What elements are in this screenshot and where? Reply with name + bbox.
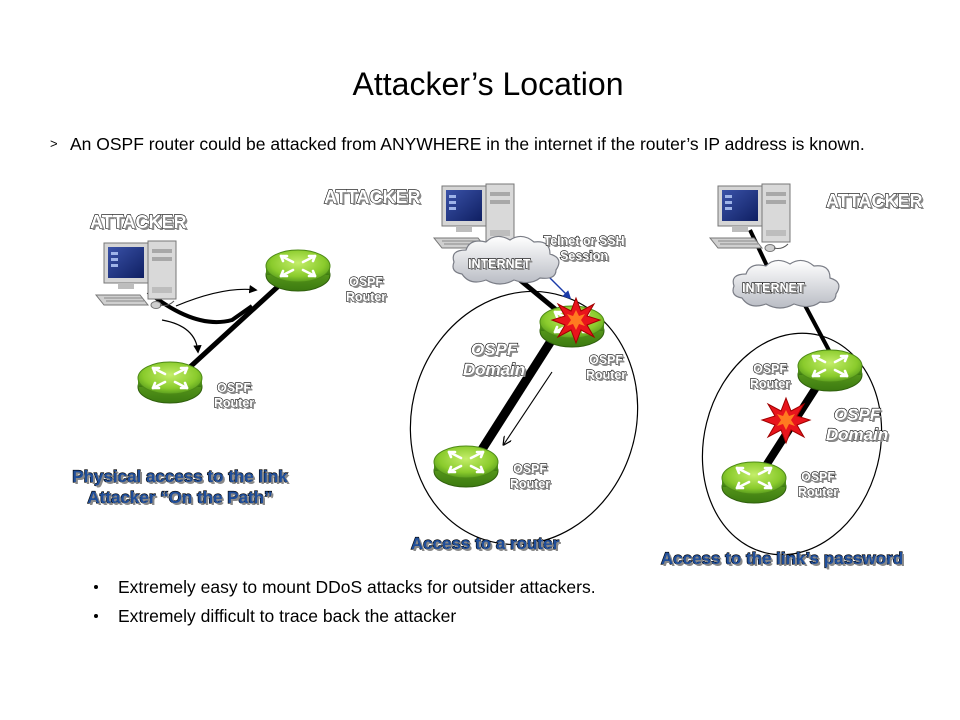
scenario-left-graphics — [95, 240, 332, 405]
caption-left-line-1: Physical access to the link — [72, 466, 289, 486]
arrow-along-link-middle — [504, 371, 553, 444]
arrow-to-router-left-top — [175, 285, 258, 307]
session-label: Telnet or SSH Session — [530, 233, 638, 264]
router-label-left-top: OSPF Router — [334, 274, 398, 305]
ospf-domain-boundary-middle — [409, 290, 639, 546]
ospf-router-middle-bottom — [432, 444, 500, 489]
attacker-label-middle: ATTACKER — [323, 186, 421, 207]
router-label-middle-bottom: OSPF Router — [498, 461, 562, 492]
intro-text: An OSPF router could be attacked from AN… — [70, 134, 865, 154]
router-label-line-1: OSPF — [216, 380, 252, 395]
router-label-line-1: OSPF — [752, 361, 788, 376]
bullet-text: Extremely difficult to trace back the at… — [118, 606, 457, 626]
bullet-dot — [94, 585, 98, 589]
session-label-line-2: Session — [559, 248, 608, 263]
ospf-domain-label-middle: OSPF Domain — [452, 339, 536, 380]
tap-line-left — [146, 290, 254, 325]
router-label-line-2: Router — [213, 395, 255, 410]
domain-label-line-1: OSPF — [833, 404, 881, 424]
intro-bullet-marker: > — [50, 136, 58, 151]
caption-left: Physical access to the link Attacker “On… — [20, 466, 340, 508]
bullet-text: Extremely easy to mount DDoS attacks for… — [118, 577, 596, 597]
router-label-left-bottom: OSPF Router — [202, 380, 266, 411]
explosion-icon-middle — [551, 297, 601, 344]
router-label-line-2: Router — [509, 476, 551, 491]
router-label-line-1: OSPF — [512, 461, 548, 476]
attacker-computer-right — [709, 183, 791, 252]
internet-label-middle: INTERNET — [467, 256, 531, 271]
router-label-line-1: OSPF — [800, 469, 836, 484]
router-label-line-2: Router — [749, 376, 791, 391]
router-label-middle-top: OSPF Router — [574, 352, 638, 383]
bullet-item: Extremely easy to mount DDoS attacks for… — [92, 577, 596, 606]
session-label-line-1: Telnet or SSH — [543, 233, 625, 248]
link-line-left — [176, 268, 298, 380]
link-line-middle — [470, 327, 562, 465]
ospf-router-right-top — [796, 348, 864, 393]
domain-label-line-1: OSPF — [470, 339, 518, 359]
ospf-router-left-bottom — [136, 360, 204, 405]
router-label-right-bottom: OSPF Router — [786, 469, 850, 500]
scenario-right-graphics — [701, 183, 883, 556]
router-label-line-2: Router — [797, 484, 839, 499]
bullet-list: Extremely easy to mount DDoS attacks for… — [92, 577, 596, 635]
bullet-item: Extremely difficult to trace back the at… — [92, 606, 596, 635]
caption-right: Access to the link’s password — [660, 548, 904, 568]
ospf-domain-label-right: OSPF Domain — [812, 404, 902, 445]
router-label-line-2: Router — [585, 367, 627, 382]
domain-label-line-2: Domain — [825, 424, 889, 444]
attacker-computer-left — [95, 240, 177, 309]
router-label-line-1: OSPF — [348, 274, 384, 289]
arrow-to-router-left-bottom — [161, 319, 202, 354]
scenario-middle-graphics — [409, 183, 639, 546]
internet-label-right: INTERNET — [741, 280, 805, 295]
slide-title: Attacker’s Location — [352, 66, 624, 102]
bullet-dot — [94, 614, 98, 618]
attacker-label-right: ATTACKER — [825, 190, 923, 211]
router-label-line-1: OSPF — [588, 352, 624, 367]
caption-left-line-2: Attacker “On the Path” — [87, 487, 273, 507]
caption-middle: Access to a router — [410, 533, 560, 553]
router-label-right-top: OSPF Router — [738, 361, 802, 392]
domain-label-line-2: Domain — [462, 359, 526, 379]
attacker-label-left: ATTACKER — [89, 211, 187, 232]
ospf-router-right-bottom — [720, 460, 788, 505]
router-label-line-2: Router — [345, 289, 387, 304]
explosion-icon-right — [761, 397, 811, 444]
ospf-router-left-top — [264, 248, 332, 293]
